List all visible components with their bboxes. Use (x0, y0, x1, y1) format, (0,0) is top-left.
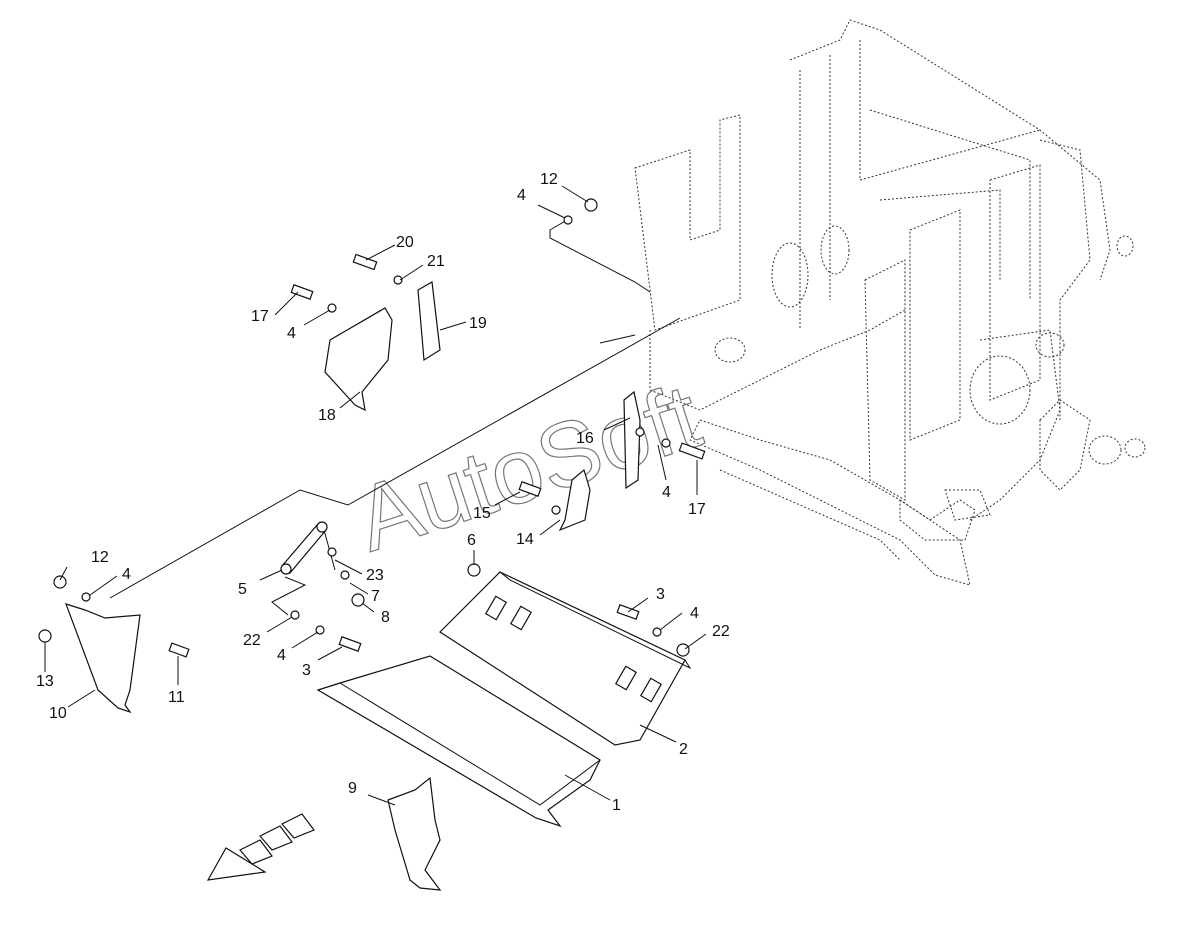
callout-9: 9 (348, 780, 357, 797)
callout-labels: 12 4 20 21 17 4 19 18 16 4 17 15 14 6 23… (36, 171, 730, 814)
part-2-upper-plate (439, 571, 686, 746)
parts (38, 198, 706, 891)
callout-4: 4 (277, 647, 286, 664)
callout-13: 13 (36, 673, 54, 690)
callout-8: 8 (381, 609, 390, 626)
callout-15: 15 (473, 505, 491, 522)
callout-22: 22 (712, 623, 730, 640)
part-18-bracket (324, 307, 393, 412)
callout-17: 17 (688, 501, 706, 518)
assembly-lines (109, 219, 681, 616)
callout-18: 18 (318, 407, 336, 424)
callout-14: 14 (516, 531, 534, 548)
part-16-bracket (623, 390, 641, 490)
part-1-lower-deflector (316, 655, 601, 828)
callout-4: 4 (517, 187, 526, 204)
machine-frame (634, 19, 1146, 586)
callout-3: 3 (302, 662, 311, 679)
callout-4: 4 (662, 484, 671, 501)
part-14-bracket (558, 468, 591, 532)
direction-arrow (206, 813, 315, 881)
callout-1: 1 (612, 797, 621, 814)
callout-4: 4 (287, 325, 296, 342)
callout-4: 4 (690, 605, 699, 622)
callout-11: 11 (168, 689, 185, 706)
callout-23: 23 (366, 567, 384, 584)
callout-20: 20 (396, 234, 414, 251)
callout-7: 7 (371, 588, 380, 605)
part-10-side-guard (65, 603, 141, 714)
callout-5: 5 (238, 581, 247, 598)
callout-12: 12 (540, 171, 558, 188)
callout-2: 2 (679, 741, 688, 758)
callout-6: 6 (467, 532, 476, 549)
callout-4: 4 (122, 566, 131, 583)
callout-19: 19 (469, 315, 487, 332)
callout-10: 10 (49, 705, 67, 722)
callout-16: 16 (576, 430, 594, 447)
callout-22: 22 (243, 632, 261, 649)
callout-21: 21 (427, 253, 445, 270)
leader-lines (44, 185, 707, 806)
part-9-side-guard (387, 776, 442, 891)
callout-12: 12 (91, 549, 109, 566)
callout-3: 3 (656, 586, 665, 603)
callout-17: 17 (251, 308, 269, 325)
part-19-plate (417, 281, 441, 362)
